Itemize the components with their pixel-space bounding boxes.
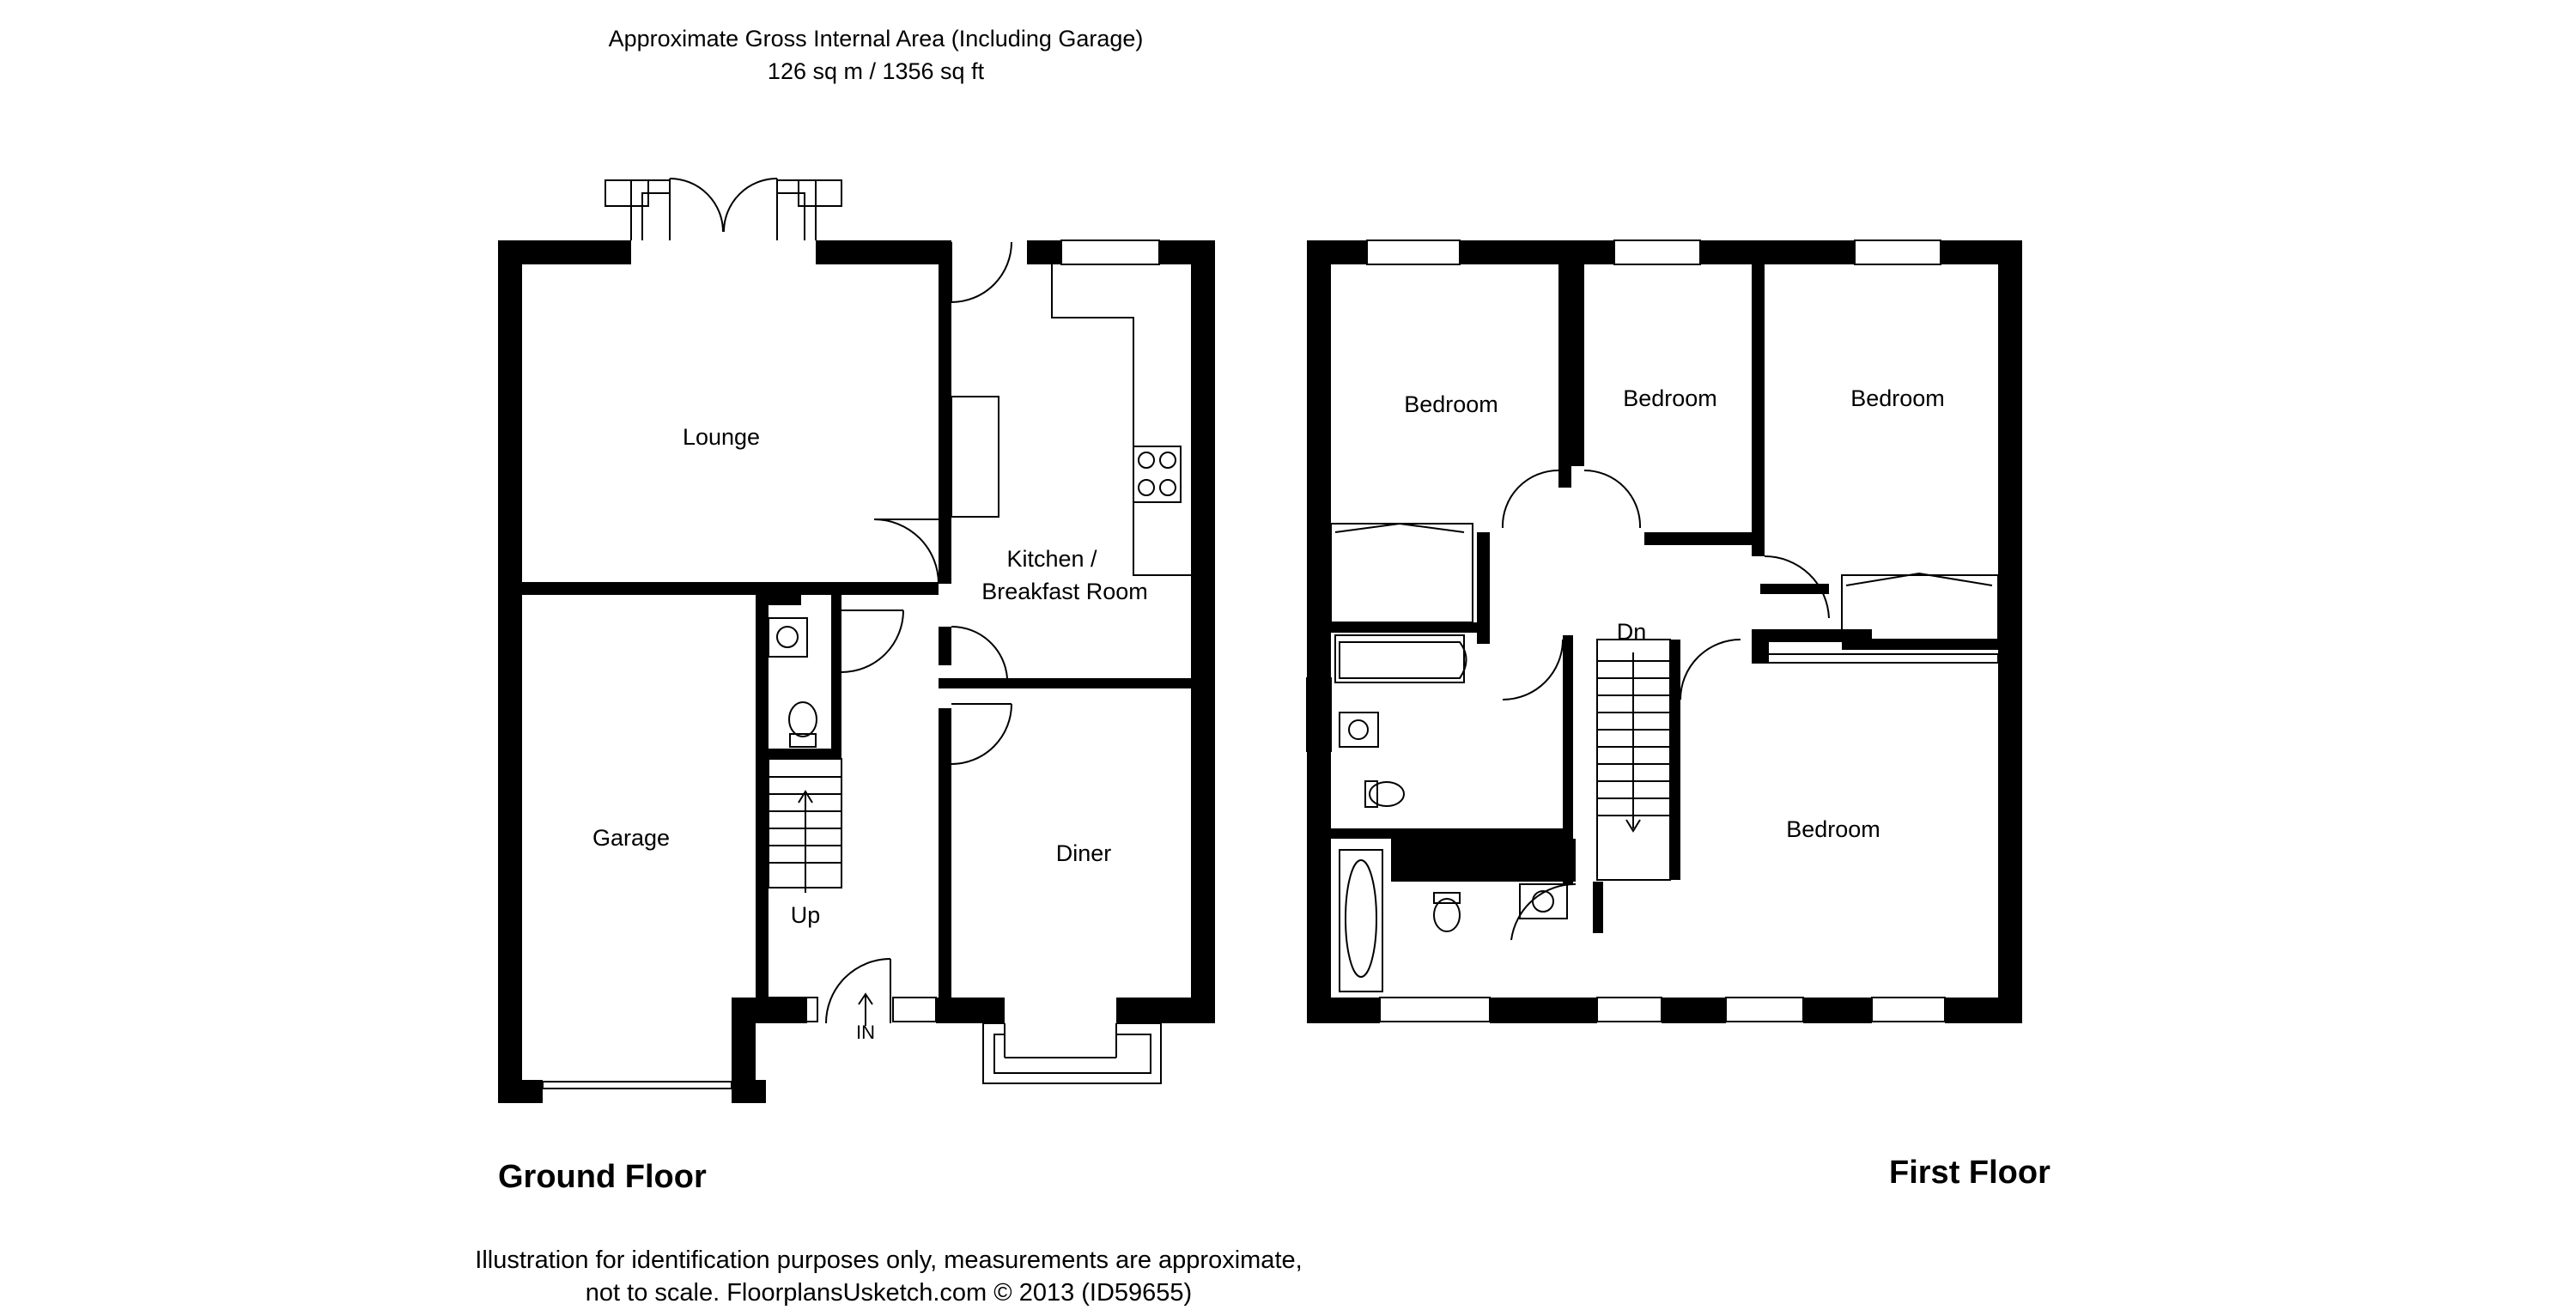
wardrobes [1330, 522, 1999, 664]
room-label-lounge: Lounge [683, 424, 760, 450]
toilet-icon [788, 701, 817, 748]
first-floor-interior-walls [1331, 264, 1998, 933]
area-heading: Approximate Gross Internal Area (Includi… [608, 26, 1144, 52]
stairs-down-label: Dn [1617, 619, 1647, 645]
area-value: 126 sq m / 1356 sq ft [767, 58, 985, 84]
first-floor-title: First Floor [1889, 1155, 2050, 1191]
kitchen-worktops [951, 264, 1191, 576]
first-floor-sanitaryware [1339, 712, 1568, 932]
room-label-diner: Diner [1056, 840, 1112, 866]
front-windows [765, 240, 1160, 1022]
garage-door [542, 1081, 732, 1089]
bath-icon [1334, 634, 1467, 992]
bay-window [982, 1022, 1162, 1084]
room-label-kitchen-line2: Breakfast Room [981, 579, 1148, 604]
french-doors [605, 178, 842, 240]
ground-floor-stairs [768, 758, 842, 893]
first-floor-plan: Bedroom Bedroom Bedroom Bedroom Dn [1306, 240, 2022, 1023]
room-label-bedroom-1: Bedroom [1404, 391, 1498, 417]
room-label-bedroom-2: Bedroom [1623, 385, 1717, 411]
room-label-kitchen-line1: Kitchen / [1006, 546, 1097, 572]
first-floor-windows [1306, 240, 1946, 1022]
entrance-arrow-icon [858, 992, 873, 1026]
ground-floor-title: Ground Floor [498, 1159, 707, 1195]
hob-icon [1133, 446, 1182, 503]
room-label-bedroom-4: Bedroom [1786, 816, 1880, 842]
basin-icon [768, 617, 808, 658]
ground-floor-exterior-walls [498, 240, 1215, 1103]
stairs-up-label: Up [791, 902, 821, 928]
first-floor-exterior-walls [1307, 240, 2022, 1023]
first-floor-stairs [1596, 639, 1671, 881]
disclaimer-line1: Illustration for identification purposes… [475, 1246, 1303, 1274]
ground-floor-interior-walls [522, 240, 1191, 998]
entrance-label: IN [856, 1022, 875, 1043]
ground-floor-doors [825, 241, 1012, 1024]
disclaimer-line2: not to scale. FloorplansUsketch.com © 20… [585, 1279, 1193, 1307]
ground-floor-plan: Lounge Garage Kitchen / Breakfast Room D… [498, 178, 1215, 1103]
room-label-garage: Garage [592, 825, 670, 851]
room-label-bedroom-3: Bedroom [1850, 385, 1945, 411]
